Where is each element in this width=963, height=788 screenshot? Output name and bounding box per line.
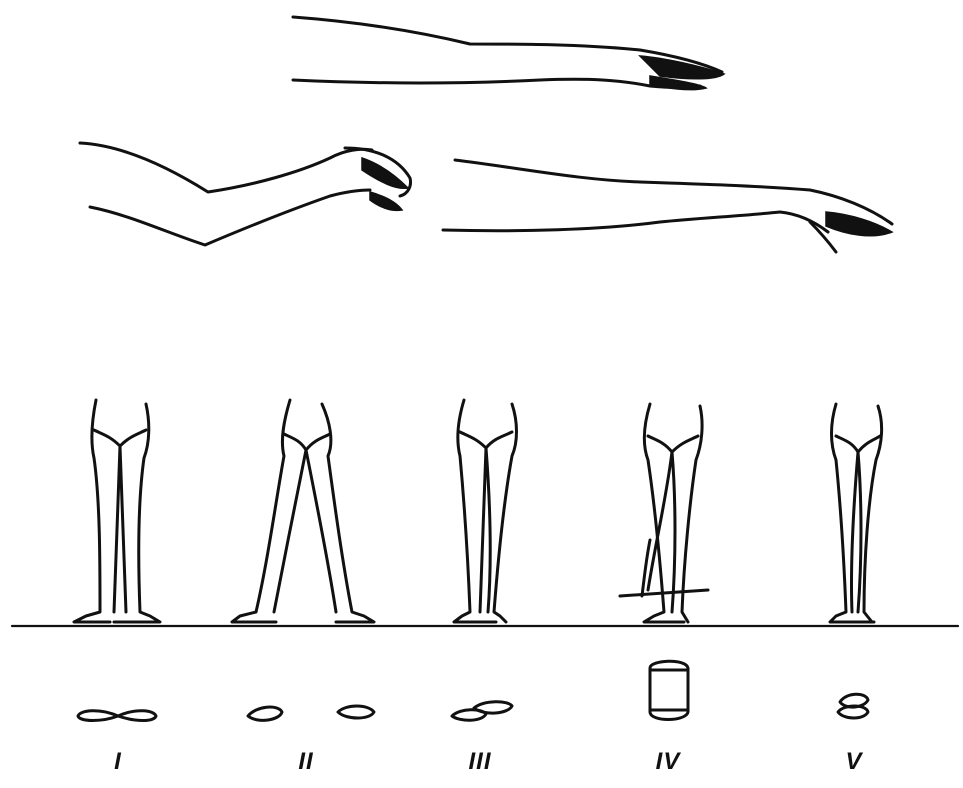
arm-left-bent: [80, 143, 411, 245]
legs-position-2: [232, 400, 374, 622]
feet-position-5: [838, 694, 868, 718]
feet-position-4: [650, 661, 688, 719]
position-label-4: IV: [628, 748, 708, 776]
legs-position-5: [830, 404, 882, 622]
feet-position-2: [248, 706, 374, 720]
legs-position-3: [454, 400, 517, 622]
legs-position-1: [74, 400, 160, 622]
feet-position-3: [452, 702, 512, 721]
position-label-1: I: [78, 748, 158, 776]
legs-position-4: [620, 404, 708, 622]
position-label-3: III: [440, 748, 520, 776]
arm-top-extended: [293, 17, 724, 90]
feet-position-1: [78, 711, 156, 721]
position-label-2: II: [266, 748, 346, 776]
arm-right-extended: [443, 160, 892, 252]
position-label-5: V: [814, 748, 894, 776]
